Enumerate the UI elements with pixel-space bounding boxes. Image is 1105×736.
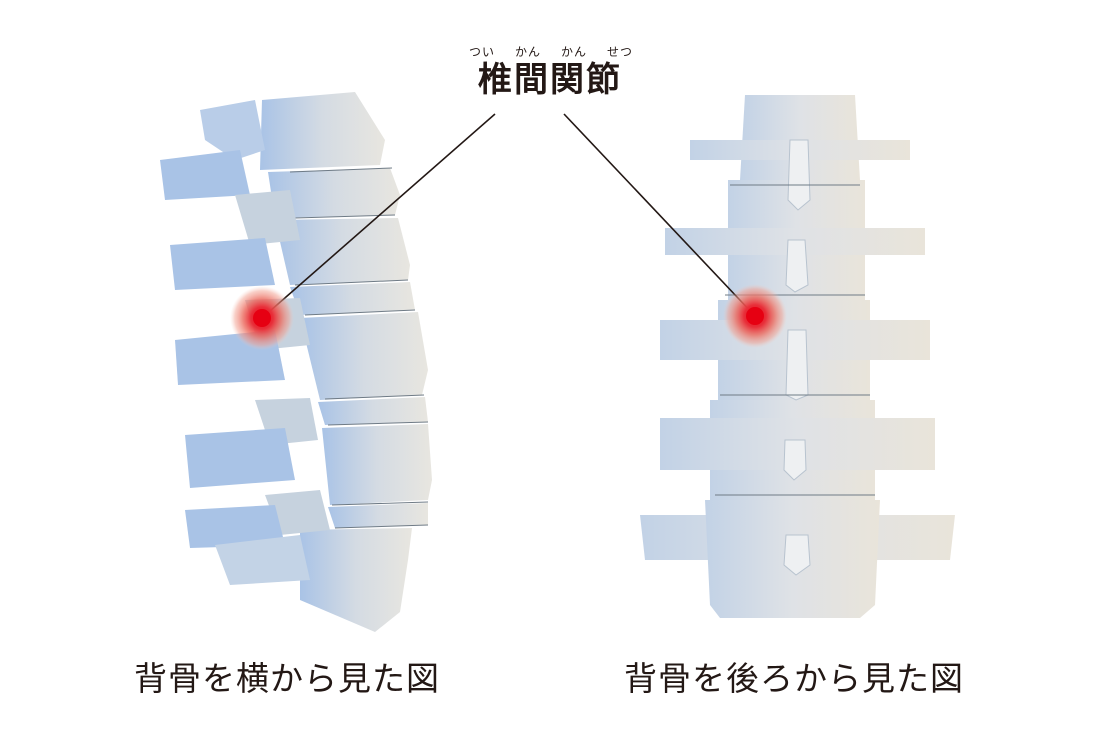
posterior-spine-figure (640, 95, 955, 618)
ruby-tsui: つい (469, 45, 496, 59)
ruby-setsu: せつ (606, 45, 633, 59)
furigana: つい かん かん せつ (455, 44, 645, 60)
ruby-kan-2: かん (560, 45, 587, 59)
caption-posterior-view: 背骨を後ろから見た図 (624, 659, 964, 698)
leader-line-right (563, 113, 756, 317)
pain-point-icon (723, 284, 787, 348)
ruby-kan-1: かん (514, 45, 541, 59)
leader-line-left (261, 113, 496, 319)
label-title: 椎間関節 (478, 60, 622, 100)
lateral-spine-figure (160, 92, 432, 632)
facet-joint-label: つい かん かん せつ 椎間関節 (455, 44, 645, 100)
caption-lateral-view: 背骨を横から見た図 (134, 659, 440, 698)
pain-point-icon (230, 286, 294, 350)
